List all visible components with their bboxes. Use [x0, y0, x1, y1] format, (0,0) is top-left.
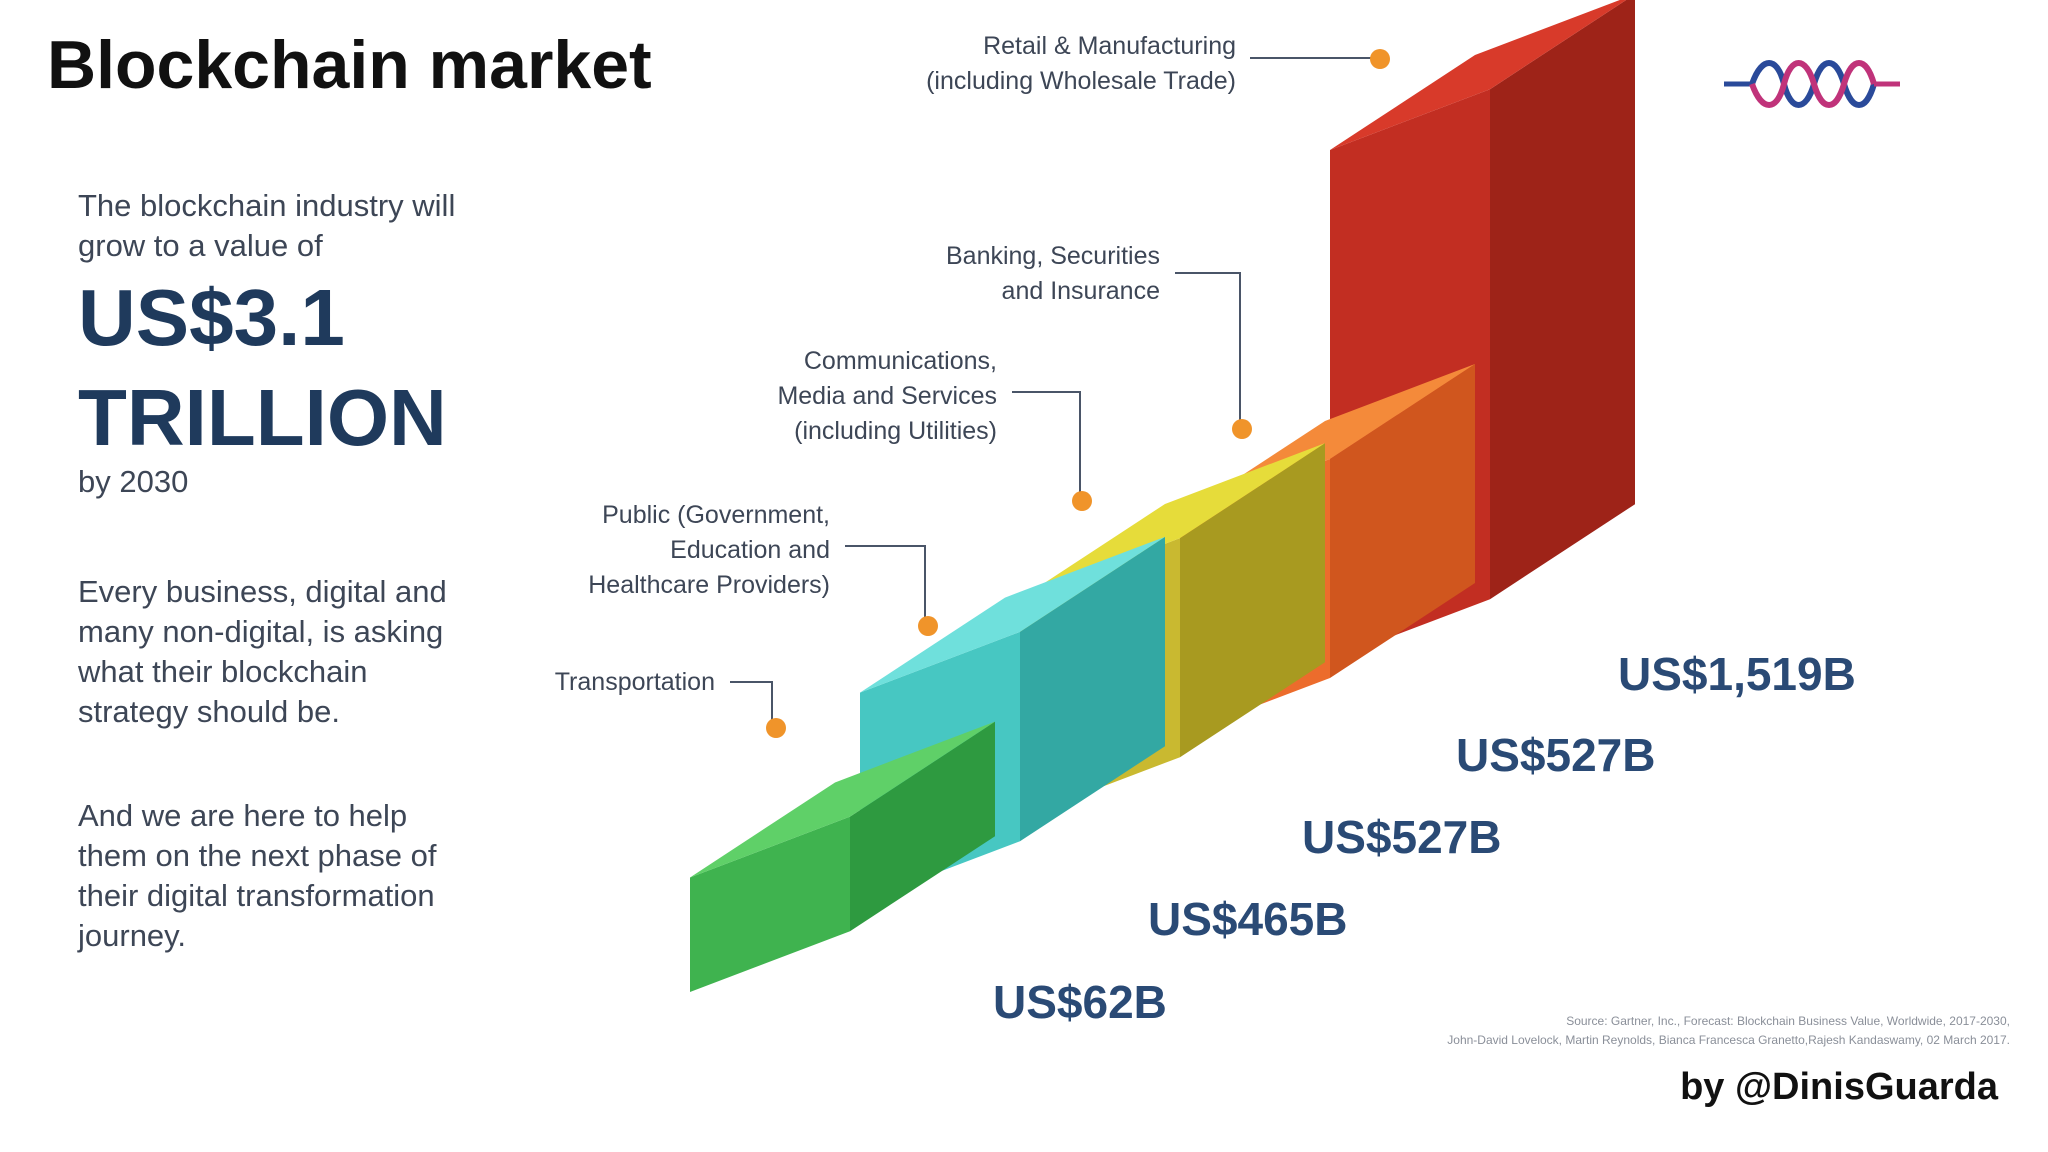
headline-value: US$3.1 TRILLION — [78, 268, 447, 468]
leader-dot-1 — [918, 616, 938, 636]
step-front-0 — [690, 816, 850, 992]
category-label-2: Communications,Media and Services(includ… — [777, 347, 997, 445]
year-text: by 2030 — [78, 464, 189, 499]
source-citation: Source: Gartner, Inc., Forecast: Blockch… — [1310, 1012, 2010, 1050]
author-credit: by @DinisGuarda — [1680, 1066, 1998, 1108]
step-side-2 — [1180, 443, 1325, 758]
intro-text: The blockchain industry will grow to a v… — [78, 188, 456, 263]
leader-line-3 — [1175, 272, 1241, 425]
value-label-0: US$62B — [993, 976, 1167, 1028]
headline-unit: TRILLION — [78, 373, 447, 462]
value-label-2: US$527B — [1302, 811, 1501, 863]
paragraph-strategy: Every business, digital and many non-dig… — [78, 574, 447, 729]
leader-dot-4 — [1370, 49, 1390, 69]
step-top-2 — [1020, 443, 1325, 599]
step-top-4 — [1330, 0, 1627, 150]
leader-line-0 — [730, 681, 773, 725]
step-side-4 — [1490, 0, 1635, 600]
step-side-3 — [1330, 363, 1475, 678]
value-label-3: US$527B — [1456, 729, 1655, 781]
paragraph-help: And we are here to help them on the next… — [78, 798, 437, 953]
source-line-2: John-David Lovelock, Martin Reynolds, Bi… — [1447, 1033, 2010, 1047]
step-side-0 — [850, 721, 995, 932]
step-side-1 — [1020, 536, 1165, 842]
dna-logo-icon — [1724, 60, 1900, 108]
step-top-1 — [860, 536, 1165, 693]
leader-dot-2 — [1072, 491, 1092, 511]
value-label-4: US$1,519B — [1618, 648, 1856, 700]
step-top-0 — [690, 721, 995, 878]
category-label-0: Transportation — [555, 668, 715, 696]
leader-dot-3 — [1232, 419, 1252, 439]
category-label-4: Retail & Manufacturing(including Wholesa… — [926, 32, 1236, 95]
headline-amount: US$3.1 — [78, 273, 345, 362]
leader-dot-0 — [766, 718, 786, 738]
leader-line-1 — [845, 545, 926, 625]
leader-line-2 — [1012, 391, 1081, 496]
page-title: Blockchain market — [47, 27, 652, 103]
source-line-1: Source: Gartner, Inc., Forecast: Blockch… — [1566, 1014, 2010, 1028]
value-label-1: US$465B — [1148, 893, 1347, 945]
